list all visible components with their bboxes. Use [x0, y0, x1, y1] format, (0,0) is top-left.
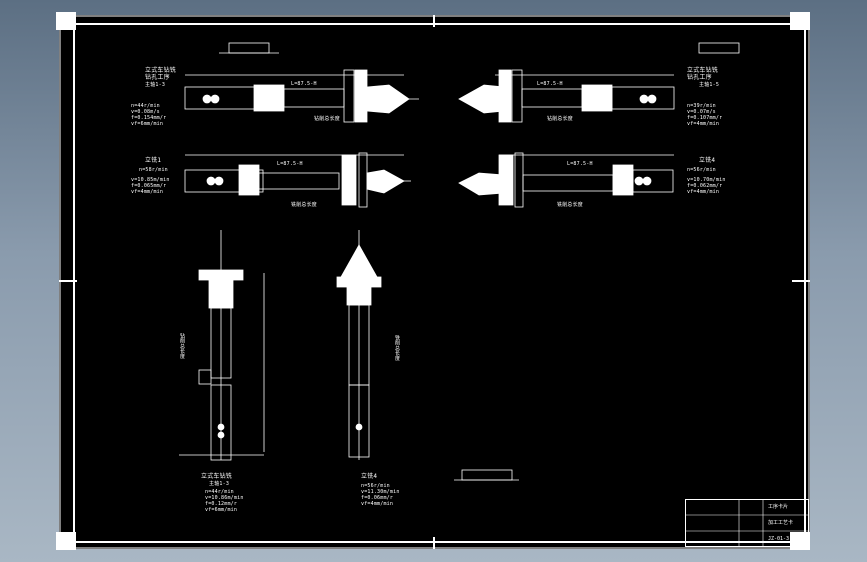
- bl-heading: 立式车钻铣: [201, 473, 233, 480]
- tl-dim-main: L=87.5-H: [291, 81, 317, 87]
- tl-subheading: 主轴1-3: [145, 82, 166, 88]
- tr-callout: 钻削总长度: [547, 116, 574, 122]
- bc-params: n=56r/min v=11.30m/min f=0.06mm/r vf=4mm…: [361, 483, 400, 507]
- tl-heading: 立式车钻铣 钻孔工序: [145, 67, 177, 81]
- mr-params: v=10.70m/min f=0.062mm/r vf=4mm/min: [687, 177, 726, 195]
- corner-mark-bl: [56, 532, 76, 550]
- title-block-lines: [685, 499, 809, 547]
- title-block-title2: 加工工艺卡: [768, 520, 794, 526]
- corner-mark-tl: [56, 12, 76, 30]
- bl-assembly: [179, 230, 265, 461]
- ml-callout: 铣削总长度: [291, 202, 318, 208]
- bl-callout: 钻削总长度: [179, 333, 185, 359]
- mr-subheading: n=56r/min: [687, 167, 716, 173]
- tr-dim-main: L=87.5-H: [537, 81, 563, 87]
- mr-callout: 铣削总长度: [557, 202, 584, 208]
- bc-heading: 立铣4: [361, 473, 378, 480]
- title-block: 工序卡片 加工工艺卡 JZ-01-3: [685, 499, 809, 547]
- small-part-sketch: [454, 469, 519, 481]
- bc-callout: 铣削总长度: [394, 335, 400, 361]
- title-block-drawing-no: JZ-01-3: [768, 536, 790, 542]
- drawing-frame: [59, 15, 810, 549]
- tl-callout: 钻削总长度: [314, 116, 341, 122]
- mr-heading: 立铣4: [699, 157, 716, 164]
- ml-params: v=10.85m/min f=0.065mm/r vf=4mm/min: [131, 177, 170, 195]
- drawing-sheet: 立式车钻铣 钻孔工序 主轴1-3 n=44r/min v=0.08m/s f=0…: [59, 15, 810, 549]
- corner-mark-tr: [790, 12, 810, 30]
- tr-params: n=39r/min v=0.07m/s f=0.107mm/r vf=4mm/m…: [687, 103, 723, 127]
- bl-subheading: 主轴1-3: [209, 481, 230, 487]
- ml-dim-main: L=87.5-H: [277, 161, 303, 167]
- ml-subheading: n=58r/min: [139, 167, 168, 173]
- tr-assembly: [458, 42, 740, 123]
- bl-params: n=44r/min v=10.86m/min f=0.12mm/r vf=6mm…: [205, 489, 244, 513]
- tr-subheading: 主轴1-5: [699, 82, 720, 88]
- tl-assembly: [184, 42, 419, 123]
- title-block-title1: 工序卡片: [768, 504, 789, 510]
- corner-mark-br: [790, 532, 810, 550]
- tl-params: n=44r/min v=0.08m/s f=0.154mm/r vf=6mm/m…: [131, 103, 167, 127]
- mr-assembly: [458, 152, 674, 208]
- mr-dim-main: L=87.5-H: [567, 161, 593, 167]
- ml-heading: 立铣1: [145, 157, 162, 164]
- tr-heading: 立式车钻铣 钻孔工序: [687, 67, 719, 81]
- ml-assembly: [184, 152, 411, 208]
- bc-assembly: [336, 230, 382, 460]
